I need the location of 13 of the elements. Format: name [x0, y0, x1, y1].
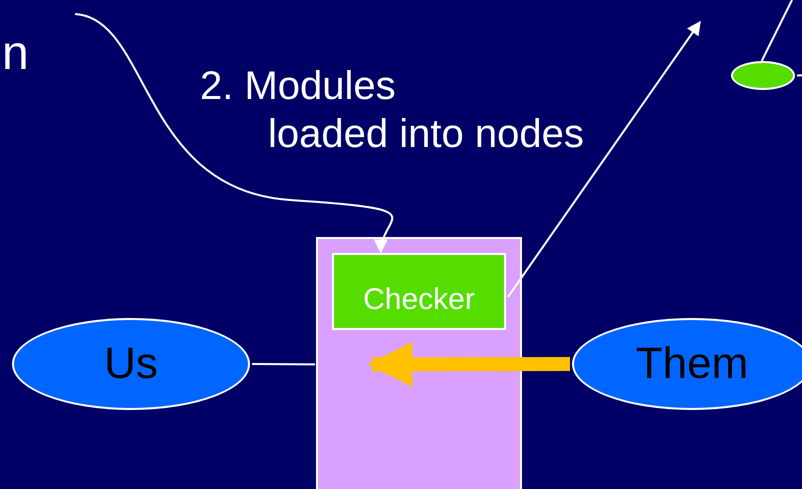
- arrow: [74, 13, 393, 254]
- title: 2. Modules loaded into nodes: [200, 63, 585, 158]
- module-box: [332, 253, 506, 330]
- partial-text: n: [2, 30, 29, 78]
- arrow: [507, 20, 701, 298]
- node-label: Checker: [363, 284, 475, 314]
- connector-line: [796, 74, 802, 76]
- node-box: [316, 237, 522, 489]
- connector-line: [760, 0, 793, 62]
- connector-line: [252, 363, 315, 366]
- node-label: Us: [104, 342, 158, 386]
- arrow: [368, 342, 570, 387]
- node-label: Them: [636, 342, 748, 386]
